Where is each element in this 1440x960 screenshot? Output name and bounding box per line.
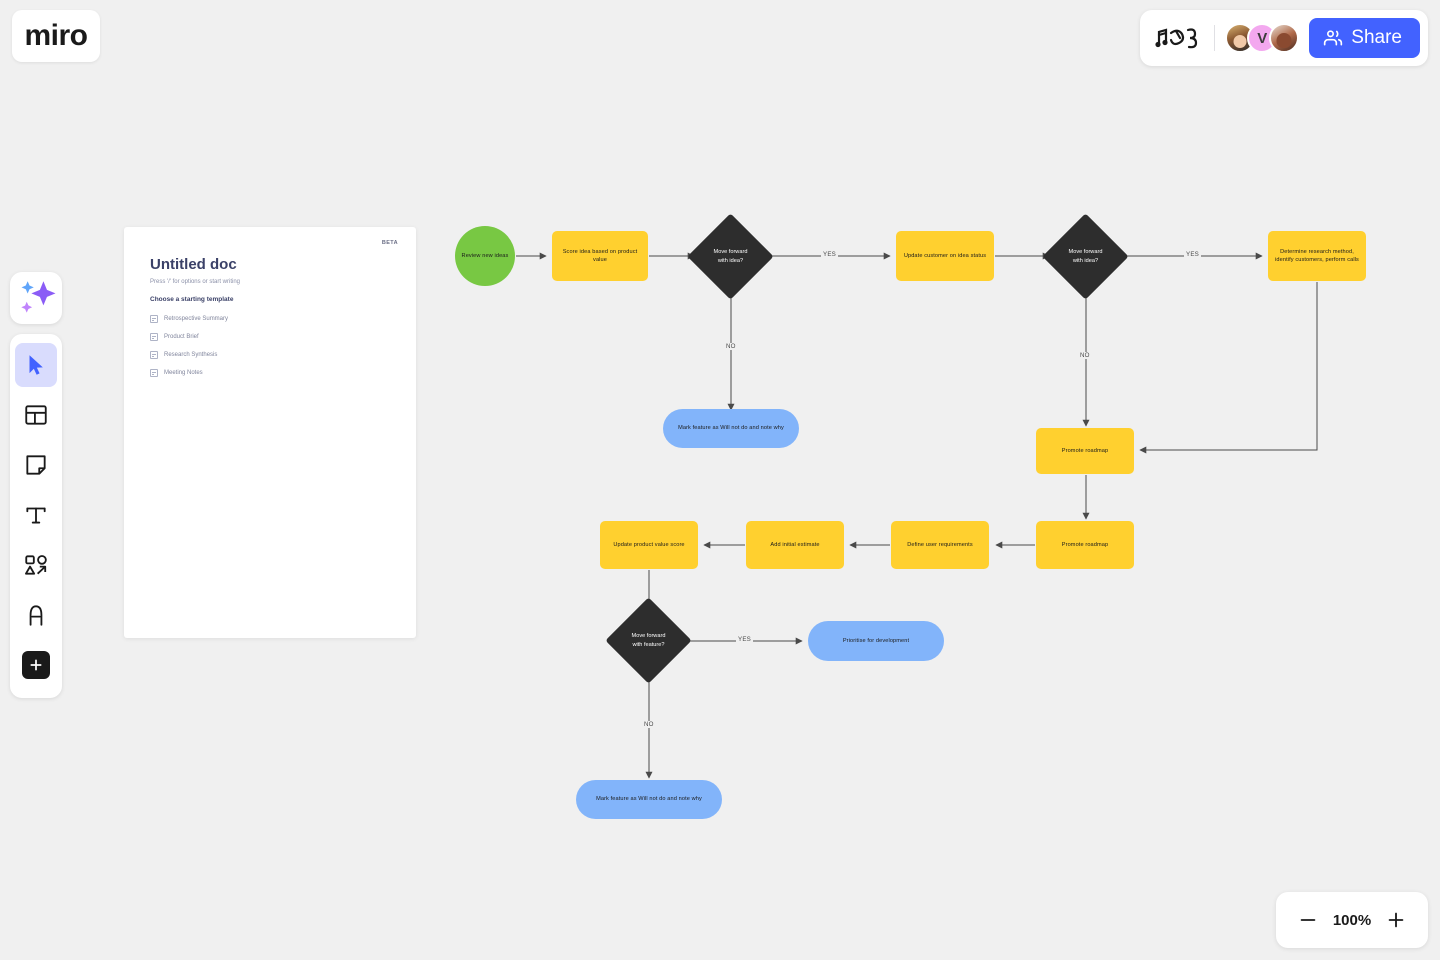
flow-node-update-product-value-score[interactable]: Update product value score	[600, 521, 698, 569]
sticky-note-icon	[26, 455, 46, 475]
flow-node-determine-research-method[interactable]: Determine research method,identify custo…	[1268, 231, 1366, 281]
text-tool[interactable]	[15, 493, 57, 537]
share-button-label: Share	[1351, 27, 1402, 48]
edge-label-no: NO	[642, 721, 656, 728]
node-label: Update customer on idea status	[903, 252, 987, 259]
flow-node-promote-roadmap-2[interactable]: Promote roadmap	[1036, 521, 1134, 569]
template-item-product-brief[interactable]: Product Brief	[150, 328, 390, 346]
template-label: Product Brief	[164, 334, 199, 340]
shapes-icon	[25, 555, 47, 575]
document-icon	[150, 315, 158, 323]
template-label: Research Synthesis	[164, 352, 218, 358]
edge-label-yes: YES	[821, 251, 838, 258]
node-label: Mark feature as Will not do and note why	[596, 796, 702, 803]
pen-tool[interactable]	[15, 593, 57, 637]
sticky-note-tool[interactable]	[15, 443, 57, 487]
plus-button	[22, 651, 50, 679]
flow-node-add-initial-estimate[interactable]: Add initial estimate	[746, 521, 844, 569]
flow-node-mark-will-not-do-1[interactable]: Mark feature as Will not do and note why	[663, 409, 799, 448]
cursor-select-icon	[29, 355, 43, 375]
template-item-research-synthesis[interactable]: Research Synthesis	[150, 346, 390, 364]
people-icon	[1324, 30, 1343, 46]
shapes-tool[interactable]	[15, 543, 57, 587]
node-label: Review new ideas	[461, 252, 509, 259]
beta-badge: BETA	[381, 240, 398, 246]
flow-node-update-customer[interactable]: Update customer on idea status	[896, 231, 994, 281]
zoom-in-button[interactable]	[1384, 908, 1408, 932]
music-doodle-icon[interactable]	[1154, 23, 1204, 53]
zoom-level-value: 100%	[1332, 911, 1372, 929]
flow-node-review-new-ideas[interactable]: Review new ideas	[455, 226, 515, 286]
zoom-out-button[interactable]	[1296, 908, 1320, 932]
plus-icon	[30, 659, 42, 671]
node-label: Promote roadmap	[1061, 541, 1109, 548]
node-label: Define user requirements	[907, 541, 973, 548]
zoom-control: 100%	[1276, 892, 1428, 948]
flow-node-promote-roadmap-1[interactable]: Promote roadmap	[1036, 428, 1134, 474]
edge-label-yes: YES	[736, 636, 753, 643]
untitled-doc-card[interactable]: BETA Untitled doc Press '/' for options …	[124, 227, 416, 638]
template-label: Meeting Notes	[164, 370, 203, 376]
template-item-meeting-notes[interactable]: Meeting Notes	[150, 364, 390, 382]
node-label: Update product value score	[613, 541, 685, 548]
ai-tool[interactable]	[10, 272, 62, 324]
sparkles-ai-icon	[21, 281, 56, 313]
node-label: Promote roadmap	[1061, 447, 1109, 454]
header-divider	[1214, 25, 1216, 51]
edge-label-no: NO	[724, 343, 738, 350]
left-toolbar	[10, 334, 62, 698]
avatar[interactable]	[1269, 23, 1300, 53]
flow-node-score-idea[interactable]: Score idea based on product value	[552, 231, 648, 281]
node-label: Prioritise for development	[842, 637, 910, 644]
miro-logo-text: miro	[24, 19, 88, 52]
edge-label-no: NO	[1078, 352, 1092, 359]
text-icon	[26, 507, 46, 524]
document-icon	[150, 333, 158, 341]
node-label: Score idea based on product value	[562, 248, 638, 263]
doc-subtitle: Press '/' for options or start writing	[150, 279, 240, 285]
select-tool[interactable]	[15, 343, 57, 387]
flow-node-prioritise-for-development[interactable]: Prioritise for development	[808, 621, 944, 661]
template-label: Retrospective Summary	[164, 316, 229, 322]
plus-icon	[1388, 912, 1404, 928]
document-icon	[150, 369, 158, 377]
templates-tool[interactable]	[15, 393, 57, 437]
collaborator-avatars: V	[1225, 23, 1300, 53]
template-list: Retrospective Summary Product Brief Rese…	[150, 310, 390, 382]
doc-title[interactable]: Untitled doc	[150, 256, 237, 273]
template-item-retrospective-summary[interactable]: Retrospective Summary	[150, 310, 390, 328]
miro-logo[interactable]: miro	[12, 10, 100, 62]
minus-icon	[1300, 919, 1316, 921]
flow-node-mark-will-not-do-2[interactable]: Mark feature as Will not do and note why	[576, 780, 722, 819]
template-frame-icon	[25, 405, 47, 425]
document-icon	[150, 351, 158, 359]
more-apps-tool[interactable]	[15, 643, 57, 687]
node-label: Mark feature as Will not do and note why	[678, 425, 784, 432]
edge-label-yes: YES	[1184, 251, 1201, 258]
header-toolbar: V Share	[1140, 10, 1428, 66]
node-label: Determine research method,identify custo…	[1275, 248, 1359, 263]
doc-section-title: Choose a starting template	[150, 296, 234, 303]
flow-node-define-user-requirements[interactable]: Define user requirements	[891, 521, 989, 569]
node-label: Add initial estimate	[770, 541, 820, 548]
share-button[interactable]: Share	[1309, 18, 1420, 58]
pen-icon	[29, 605, 43, 626]
